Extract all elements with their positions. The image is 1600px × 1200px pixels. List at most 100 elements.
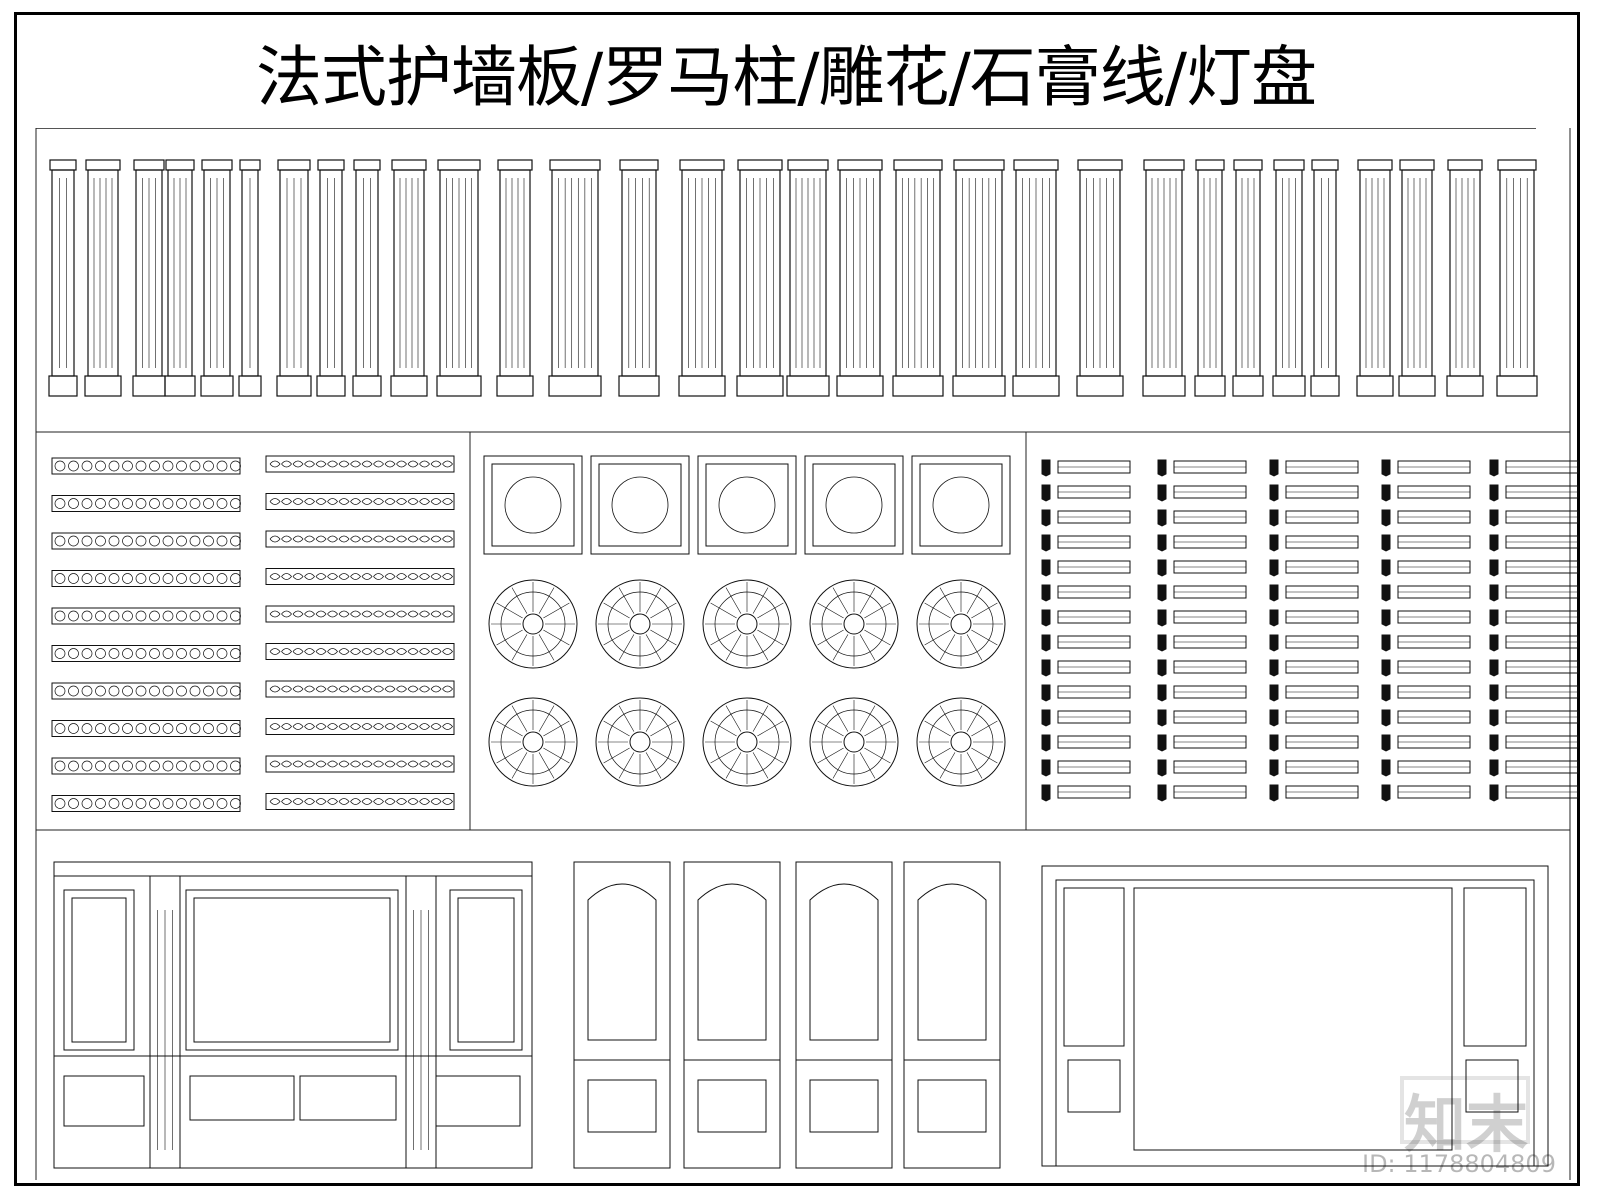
cornice-profile xyxy=(1381,634,1471,652)
door-panel-elevation xyxy=(573,861,671,1169)
cornice-profile xyxy=(1041,609,1131,627)
cornice-profile xyxy=(1381,484,1471,502)
cornice-profile xyxy=(1269,484,1359,502)
cornice-profile xyxy=(1269,784,1359,802)
carved-strip xyxy=(51,645,241,662)
cornice-profile xyxy=(1041,584,1131,602)
ceiling-medallion xyxy=(702,579,792,669)
cornice-profile xyxy=(1489,684,1579,702)
cornice-profile xyxy=(1489,459,1579,477)
roman-column xyxy=(1076,159,1124,397)
ceiling-medallion xyxy=(595,697,685,787)
cornice-profile xyxy=(1269,559,1359,577)
roman-column xyxy=(84,159,122,397)
cornice-profile xyxy=(1269,709,1359,727)
cornice-profile xyxy=(1041,534,1131,552)
roman-column xyxy=(316,159,346,397)
cornice-profile xyxy=(1041,634,1131,652)
cornice-profile xyxy=(1489,709,1579,727)
cornice-profile xyxy=(1269,459,1359,477)
cornice-profile xyxy=(1381,609,1471,627)
id-label: ID: 1178804809 xyxy=(1362,1150,1556,1178)
cornice-profile xyxy=(1157,534,1247,552)
cornice-profile xyxy=(1489,634,1579,652)
ceiling-medallion xyxy=(809,579,899,669)
cornice-profile xyxy=(1489,509,1579,527)
cornice-profile xyxy=(1157,784,1247,802)
cornice-profile xyxy=(1157,609,1247,627)
roman-column xyxy=(1194,159,1226,397)
carved-strip xyxy=(265,493,455,510)
cornice-profile xyxy=(1381,784,1471,802)
roman-column xyxy=(952,159,1006,397)
door-panel-elevation xyxy=(903,861,1001,1169)
ceiling-medallion xyxy=(809,697,899,787)
roman-column xyxy=(1310,159,1340,397)
ceiling-square-panel xyxy=(483,455,583,555)
cornice-profile xyxy=(1489,584,1579,602)
ceiling-square-panel xyxy=(697,455,797,555)
roman-column xyxy=(678,159,726,397)
cornice-profile xyxy=(1381,684,1471,702)
ceiling-medallion-panels xyxy=(483,455,1011,787)
cornice-profile xyxy=(1381,534,1471,552)
door-panel-elevation xyxy=(795,861,893,1169)
carved-strip xyxy=(265,530,455,548)
carved-strip xyxy=(51,495,241,512)
cornice-profile xyxy=(1269,634,1359,652)
cornice-profile xyxy=(1157,659,1247,677)
roman-column xyxy=(48,159,78,397)
cornice-profile xyxy=(1269,609,1359,627)
cornice-profile xyxy=(1489,659,1579,677)
roman-column xyxy=(390,159,428,397)
roman-column xyxy=(1356,159,1394,397)
carved-strip xyxy=(51,570,241,587)
ceiling-medallion xyxy=(916,579,1006,669)
door-panel-elevation xyxy=(683,861,781,1169)
cornice-profile xyxy=(1157,484,1247,502)
cornice-profile xyxy=(1041,509,1131,527)
carved-strip xyxy=(265,680,455,698)
cornice-profile xyxy=(1381,584,1471,602)
cornice-profile xyxy=(1489,484,1579,502)
cornice-profile xyxy=(1381,734,1471,752)
cornice-profile xyxy=(1041,759,1131,777)
cornice-profile xyxy=(1269,659,1359,677)
ceiling-medallion xyxy=(488,697,578,787)
brand-stamp-icon xyxy=(1400,1076,1530,1144)
carved-strip xyxy=(265,605,455,623)
cornice-profile xyxy=(1157,509,1247,527)
cornice-profile xyxy=(1041,784,1131,802)
carved-strip xyxy=(51,532,241,550)
drawing-frame xyxy=(14,12,1580,1186)
cornice-profile xyxy=(1157,684,1247,702)
carved-strip xyxy=(51,457,241,475)
roman-column xyxy=(548,159,602,397)
cornice-profile xyxy=(1381,559,1471,577)
cornice-profile xyxy=(1381,759,1471,777)
carved-strip xyxy=(265,455,455,473)
wall-panel-elevations xyxy=(53,861,1549,1169)
ceiling-square-panel xyxy=(804,455,904,555)
roman-column xyxy=(200,159,234,397)
cornice-profile xyxy=(1157,709,1247,727)
cornice-profile xyxy=(1269,584,1359,602)
cornice-profile xyxy=(1381,459,1471,477)
roman-column xyxy=(238,159,262,397)
ceiling-medallion xyxy=(595,579,685,669)
roman-column xyxy=(496,159,534,397)
roman-column xyxy=(1012,159,1060,397)
cornice-profile xyxy=(1269,534,1359,552)
cornice-profile xyxy=(1041,734,1131,752)
roman-column xyxy=(736,159,784,397)
roman-column xyxy=(352,159,382,397)
cornice-profile xyxy=(1489,534,1579,552)
cornice-profile xyxy=(1041,709,1131,727)
roman-column xyxy=(836,159,884,397)
carved-strip xyxy=(265,568,455,585)
cornice-profile xyxy=(1041,559,1131,577)
roman-column xyxy=(436,159,482,397)
cornice-profile xyxy=(1041,484,1131,502)
roman-column xyxy=(276,159,312,397)
